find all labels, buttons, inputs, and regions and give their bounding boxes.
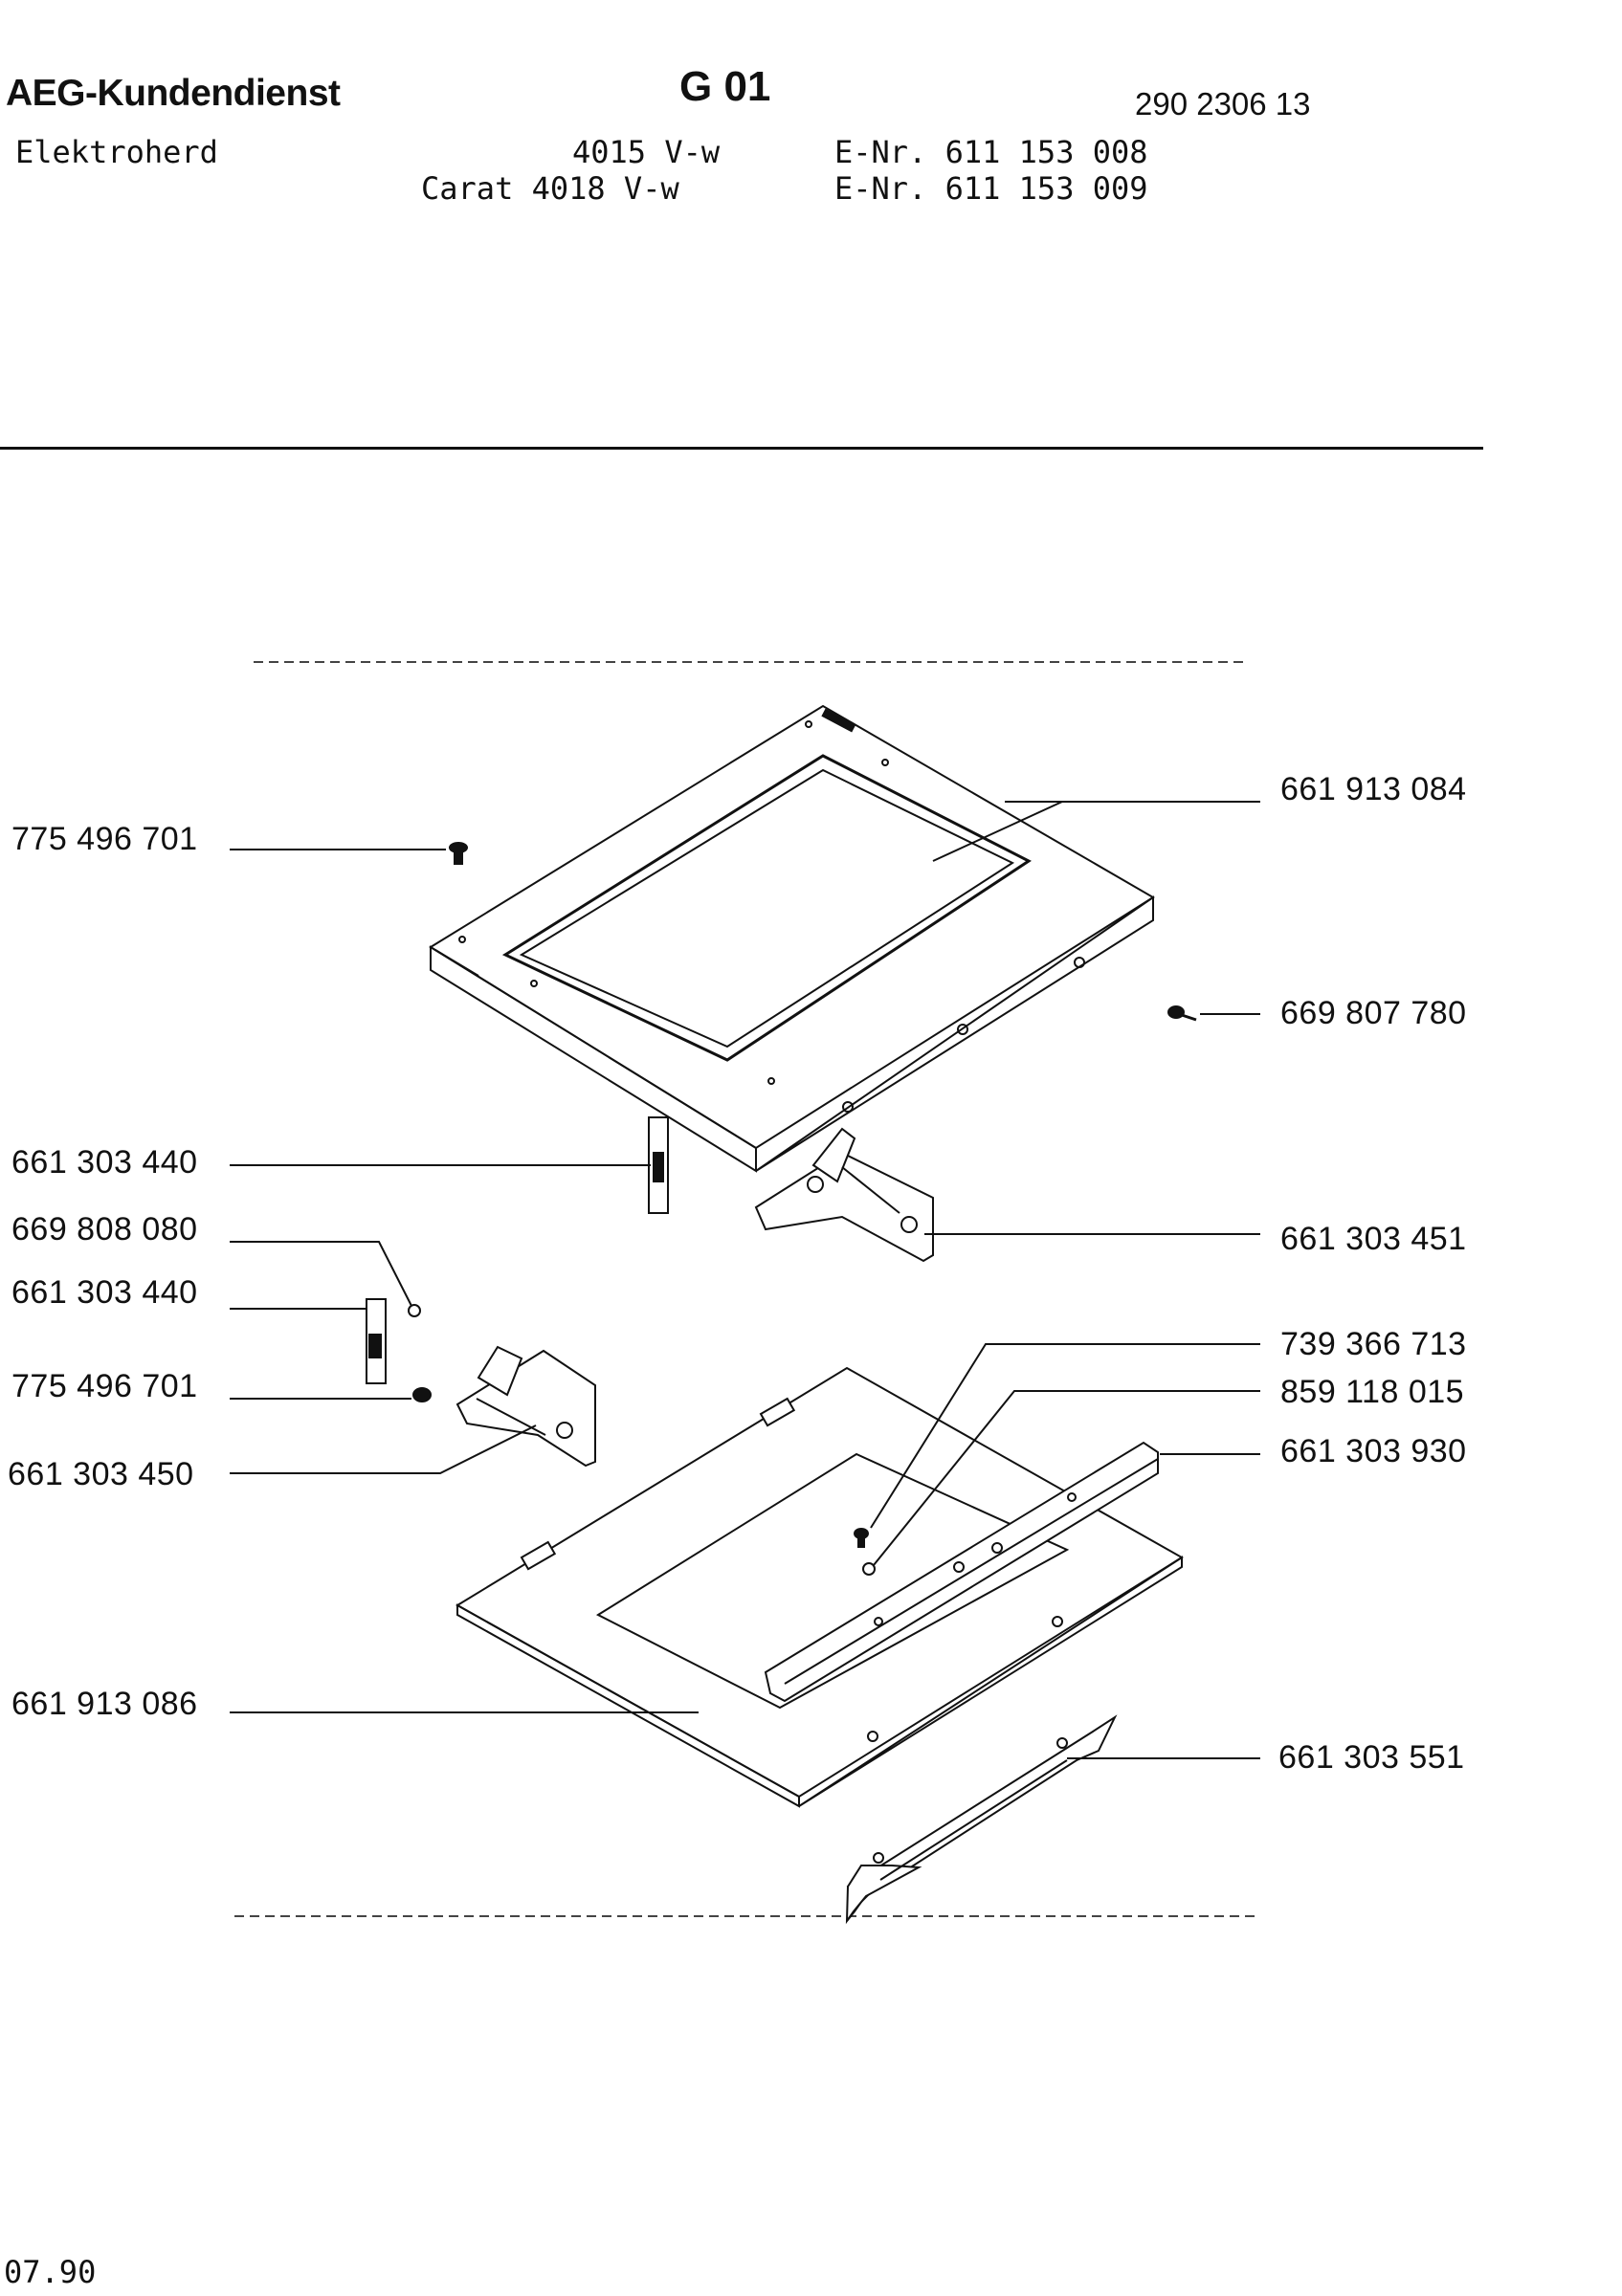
door-rail [764, 1441, 1159, 1703]
model-1: 4015 V-w [572, 134, 720, 170]
e-number-1: E-Nr. 611 153 008 [834, 134, 1148, 170]
part-label-left-1: 775 496 701 [11, 821, 198, 857]
header-rule [0, 447, 1483, 450]
part-label-right-7: 661 303 551 [1278, 1739, 1465, 1776]
hinge-right [754, 1127, 934, 1263]
part-label-right-2: 669 807 780 [1280, 995, 1467, 1031]
upper-door-panel [429, 704, 1155, 1173]
screw-lower [412, 1387, 432, 1402]
group-code: G 01 [679, 63, 771, 110]
leader-lines [230, 801, 1260, 1759]
washer [408, 1304, 421, 1317]
door-handle [845, 1714, 1118, 1925]
part-label-left-6: 661 303 450 [8, 1456, 194, 1492]
part-label-right-4: 739 366 713 [1280, 1326, 1467, 1362]
e-number-2: E-Nr. 611 153 009 [834, 170, 1148, 207]
part-label-left-2: 661 303 440 [11, 1144, 198, 1181]
small-washer [862, 1562, 876, 1576]
part-label-left-7: 661 913 086 [11, 1686, 198, 1722]
document-number: 290 2306 13 [1135, 86, 1311, 121]
model-2: Carat 4018 V-w [421, 170, 679, 207]
small-screw [854, 1528, 869, 1548]
screw-upper [449, 842, 468, 865]
part-label-right-3: 661 303 451 [1280, 1221, 1467, 1257]
part-label-left-4: 661 303 440 [11, 1274, 198, 1311]
footer-date: 07.90 [4, 2254, 97, 2290]
hinge-bracket-lower [366, 1298, 387, 1384]
part-label-left-3: 669 808 080 [11, 1211, 198, 1247]
screw-right [1167, 1005, 1197, 1022]
part-label-right-5: 859 118 015 [1280, 1374, 1465, 1410]
part-label-right-6: 661 303 930 [1280, 1433, 1467, 1469]
part-label-left-5: 775 496 701 [11, 1368, 198, 1404]
brand-title: AEG-Kundendienst [6, 73, 341, 114]
product-name: Elektroherd [15, 134, 218, 170]
model-1-text: 4015 V-w [572, 134, 721, 170]
lower-door-panel [455, 1366, 1184, 1808]
part-label-right-1: 661 913 084 [1280, 771, 1467, 807]
hinge-bracket-upper [648, 1116, 669, 1214]
hinge-left [455, 1345, 596, 1468]
